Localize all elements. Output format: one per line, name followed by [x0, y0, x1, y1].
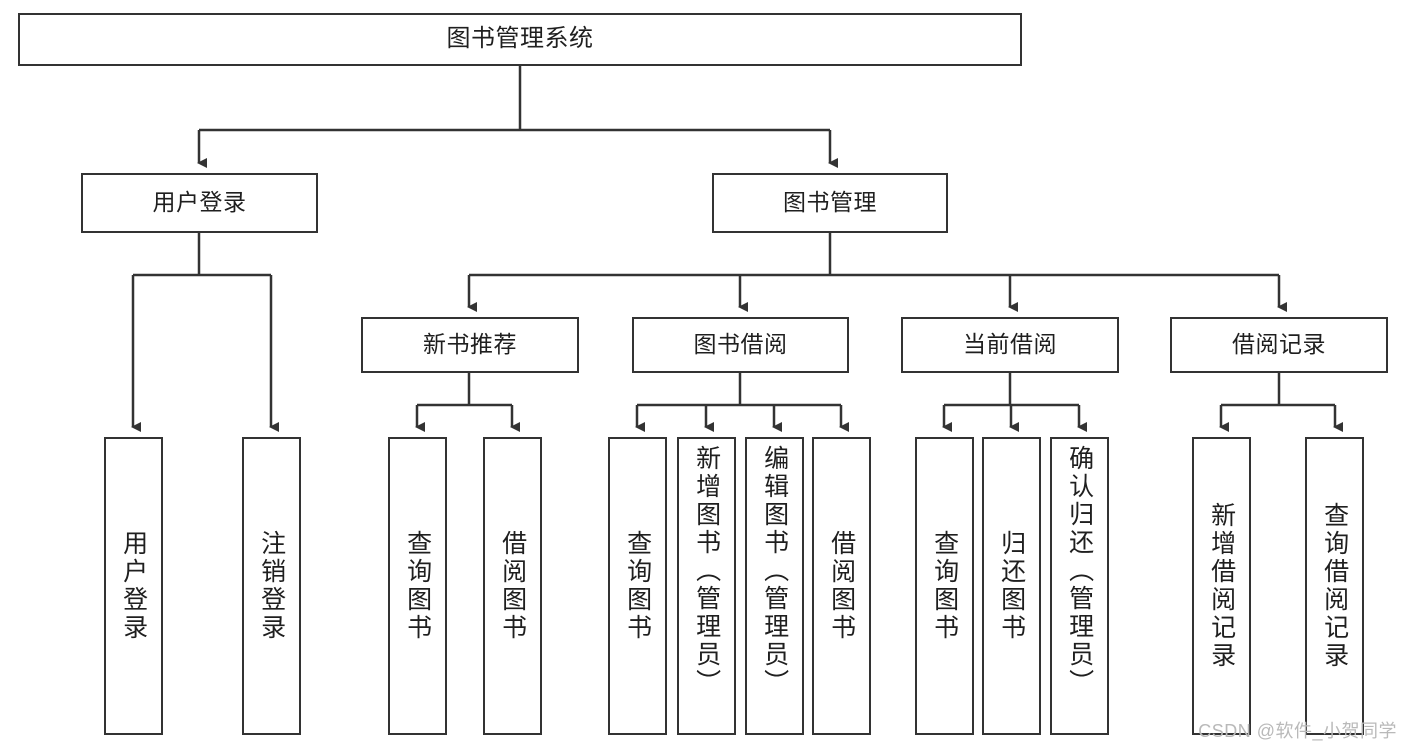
node-label: 查询图书 — [403, 530, 432, 642]
node-new-book-recommendation[interactable]: 新书推荐 — [361, 317, 579, 373]
node-label: 编辑图书（管理员） — [760, 445, 789, 697]
node-current-borrowing[interactable]: 当前借阅 — [901, 317, 1119, 373]
node-label: 新增借阅记录 — [1207, 502, 1236, 670]
leaf-edit-book-admin[interactable]: 编辑图书（管理员） — [745, 437, 804, 735]
node-label: 当前借阅 — [963, 331, 1057, 358]
leaf-confirm-return-admin[interactable]: 确认归还（管理员） — [1050, 437, 1109, 735]
node-label: 确认归还（管理员） — [1065, 445, 1094, 697]
node-label: 图书管理 — [783, 189, 877, 216]
node-label: 查询图书 — [623, 530, 652, 642]
node-root-book-management-system[interactable]: 图书管理系统 — [18, 13, 1022, 66]
node-label: 借阅图书 — [498, 530, 527, 642]
leaf-add-book-admin[interactable]: 新增图书（管理员） — [677, 437, 736, 735]
leaf-user-login[interactable]: 用户登录 — [104, 437, 163, 735]
leaf-borrow-books[interactable]: 借阅图书 — [812, 437, 871, 735]
node-label: 图书管理系统 — [446, 25, 594, 53]
node-label: 查询借阅记录 — [1320, 502, 1349, 670]
node-book-borrowing[interactable]: 图书借阅 — [632, 317, 849, 373]
leaf-logout[interactable]: 注销登录 — [242, 437, 301, 735]
leaf-borrow-books-recommend[interactable]: 借阅图书 — [483, 437, 542, 735]
node-user-login[interactable]: 用户登录 — [81, 173, 318, 233]
leaf-query-books-recommend[interactable]: 查询图书 — [388, 437, 447, 735]
node-label: 新增图书（管理员） — [692, 445, 721, 697]
node-label: 借阅记录 — [1232, 331, 1326, 358]
node-label: 注销登录 — [257, 530, 286, 642]
node-borrowing-records[interactable]: 借阅记录 — [1170, 317, 1388, 373]
leaf-query-books-borrow[interactable]: 查询图书 — [608, 437, 667, 735]
leaf-query-borrow-record[interactable]: 查询借阅记录 — [1305, 437, 1364, 735]
node-label: 图书借阅 — [693, 331, 788, 358]
node-label: 查询图书 — [930, 530, 959, 642]
node-book-management[interactable]: 图书管理 — [712, 173, 948, 233]
node-label: 用户登录 — [119, 530, 148, 642]
csdn-watermark: CSDN @软件_小贺同学 — [1198, 721, 1397, 741]
leaf-return-books[interactable]: 归还图书 — [982, 437, 1041, 735]
leaf-add-borrow-record[interactable]: 新增借阅记录 — [1192, 437, 1251, 735]
node-label: 用户登录 — [152, 189, 247, 216]
node-label: 归还图书 — [997, 530, 1026, 642]
node-label: 借阅图书 — [827, 530, 856, 642]
node-label: 新书推荐 — [423, 331, 517, 358]
leaf-query-books-current[interactable]: 查询图书 — [915, 437, 974, 735]
